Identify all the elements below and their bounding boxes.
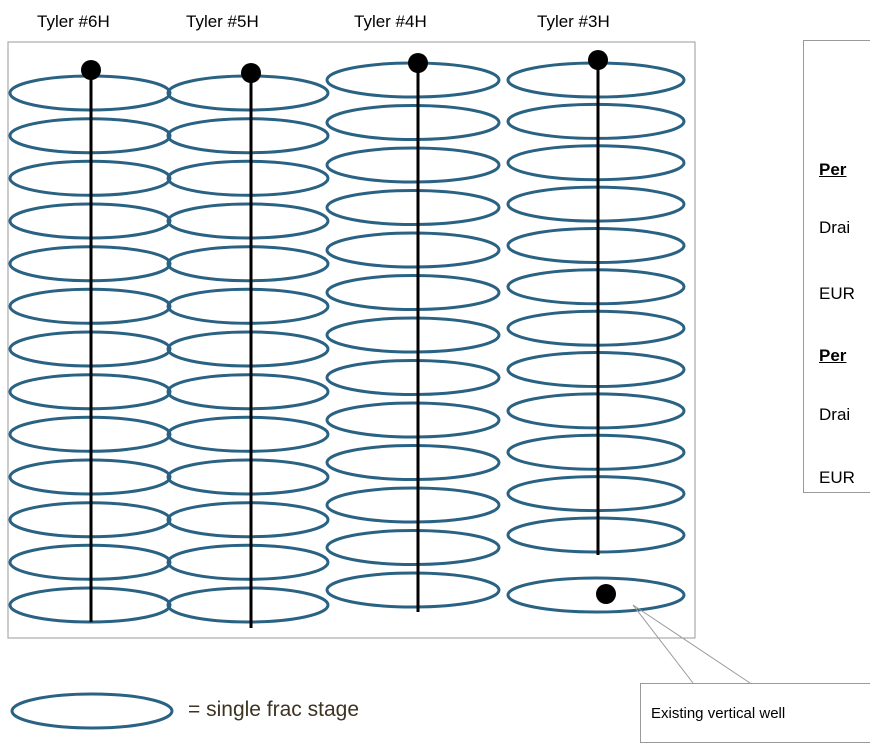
frac-stage <box>506 475 686 513</box>
frac-stage <box>506 102 686 140</box>
frac-stage <box>325 401 501 439</box>
frac-stage <box>506 185 686 223</box>
frac-stage <box>506 351 686 388</box>
frac-stage <box>166 202 330 240</box>
legend-frac-stage-symbol <box>10 692 174 730</box>
frac-stage <box>325 316 501 354</box>
wellhead-dot <box>241 63 261 83</box>
frac-stage <box>506 144 686 182</box>
frac-stage <box>166 458 330 496</box>
frac-stage <box>166 543 330 581</box>
frac-stage <box>166 245 330 283</box>
frac-stage <box>166 159 330 197</box>
wellhead-dot <box>408 53 428 73</box>
frac-stage <box>166 501 330 539</box>
callout-leader <box>632 604 694 684</box>
per-well-panel <box>803 40 870 493</box>
well-label-tyler-3h: Tyler #3H <box>537 12 610 31</box>
frac-stage <box>506 268 686 306</box>
well-label-tyler-6h: Tyler #6H <box>37 12 110 31</box>
frac-stage <box>325 274 501 311</box>
callout-label: Existing vertical well <box>651 705 786 722</box>
frac-stage <box>506 227 686 264</box>
panel-eur-2: EUR <box>819 468 855 487</box>
frac-stage <box>506 309 686 347</box>
frac-stage <box>166 586 330 624</box>
frac-stage <box>325 359 501 396</box>
panel-eur-1: EUR <box>819 284 855 303</box>
frac-stage <box>325 529 501 566</box>
panel-drainage-1: Drai <box>819 218 851 237</box>
callout-leader <box>632 604 751 684</box>
frac-stage <box>325 231 501 269</box>
frac-stage <box>166 330 330 368</box>
panel-heading-1: Per <box>819 160 847 179</box>
frac-stage <box>325 146 501 184</box>
frac-stage <box>166 117 330 155</box>
frac-stages <box>8 61 686 624</box>
frac-stage <box>166 287 330 325</box>
panel-drainage-2: Drai <box>819 405 851 424</box>
existing-vertical-well-dot <box>596 584 616 604</box>
frac-stage <box>325 104 501 141</box>
panel-heading-2: Per <box>819 346 847 365</box>
lease-boundary <box>7 41 696 639</box>
frac-stage <box>506 516 686 554</box>
frac-stage <box>325 486 501 524</box>
wellhead-dot <box>588 50 608 70</box>
frac-stage <box>166 415 330 453</box>
wellhead-dot <box>81 60 101 80</box>
frac-stage <box>506 433 686 471</box>
well-label-tyler-5h: Tyler #5H <box>186 12 259 31</box>
frac-stage <box>166 373 330 411</box>
frac-stage <box>325 571 501 609</box>
well-laterals <box>81 50 616 628</box>
frac-stage <box>325 444 501 481</box>
well-label-tyler-4h: Tyler #4H <box>354 12 427 31</box>
frac-stage <box>506 392 686 430</box>
legend-label: = single frac stage <box>188 698 360 721</box>
frac-stage <box>506 576 686 614</box>
frac-stage <box>325 189 501 226</box>
